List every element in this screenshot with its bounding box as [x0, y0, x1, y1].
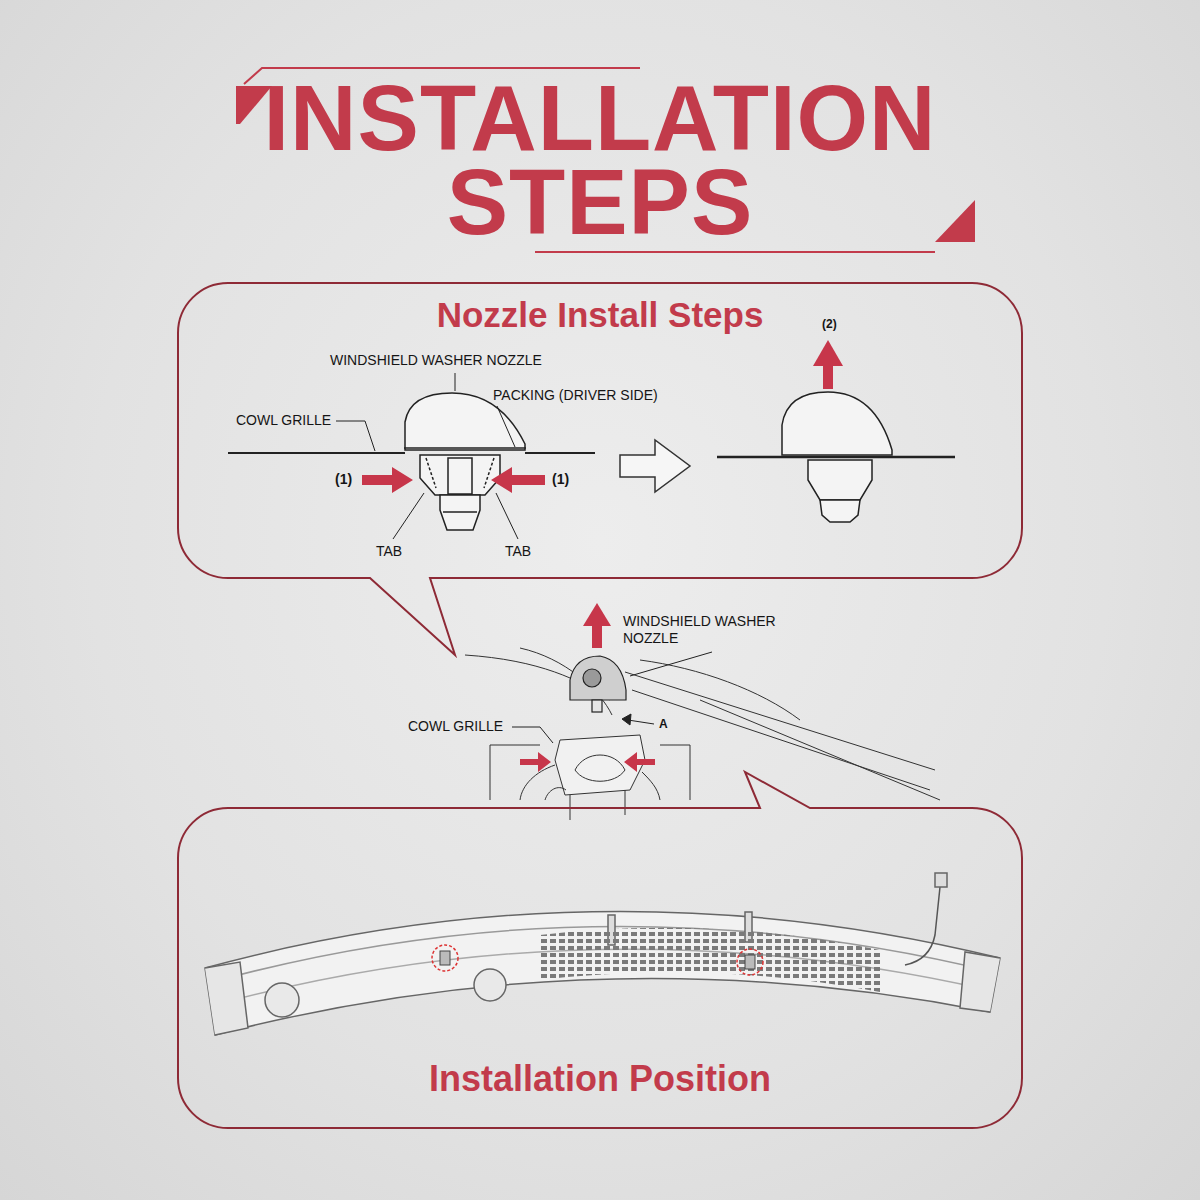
nozzle-before: [228, 452, 405, 454]
nozzle-before: [525, 452, 595, 454]
nozzle-position-mark: [432, 945, 458, 971]
cowl-grille: [935, 873, 947, 887]
lift-arrow: [813, 340, 843, 389]
part-label: WINDSHIELD WASHER NOZZLE: [330, 352, 542, 369]
nozzle-part: [592, 700, 602, 712]
nozzle-position-mark: [745, 955, 755, 969]
press-arrow: [624, 752, 655, 772]
page-title: INSTALLATION STEPS: [240, 76, 960, 244]
speech-panel: Installation Position: [178, 808, 1022, 1128]
callout-number: (1): [335, 471, 352, 488]
nozzle-after: [782, 392, 892, 455]
panel-outline: [178, 772, 1022, 1128]
vehicle-view: [640, 660, 800, 720]
vehicle-view: [545, 788, 566, 800]
leader-line: [622, 714, 631, 725]
lift-arrow: [592, 624, 602, 648]
leader-line: [336, 421, 375, 451]
title-decoration: [535, 251, 935, 253]
nozzle-before: [440, 495, 480, 530]
vehicle-view: [700, 700, 940, 800]
press-arrow: [520, 752, 551, 772]
step-arrow: [620, 440, 690, 492]
nozzle-part: [583, 669, 601, 687]
lift-arrow: [823, 363, 833, 389]
nozzle-position-mark: [737, 949, 763, 975]
nozzle-position-mark: [432, 945, 763, 975]
nozzle-before: [448, 458, 472, 494]
press-arrow: [491, 467, 545, 493]
press-arrow: [520, 752, 655, 772]
leader-line: [630, 652, 712, 676]
title-decoration: [236, 68, 975, 252]
cowl-grille: [540, 900, 880, 1000]
lift-arrow: [583, 603, 611, 648]
nozzle-before: [228, 393, 595, 530]
leader-line: [336, 373, 518, 539]
press-arrow: [362, 467, 413, 493]
part-label: COWL GRILLE: [236, 412, 331, 429]
speech-panel: Nozzle Install Steps: [178, 283, 1022, 578]
leader-line: [496, 493, 518, 539]
title-decoration: [935, 200, 975, 242]
cowl-grille: [905, 887, 940, 965]
nozzle-after: [717, 456, 955, 459]
panel-heading: Nozzle Install Steps: [437, 295, 764, 335]
callout-number: A: [659, 716, 668, 733]
vehicle-view: [660, 745, 690, 800]
vehicle-view: [520, 765, 555, 800]
nozzle-part: [570, 656, 626, 700]
part-label: TAB: [505, 543, 531, 560]
vehicle-view: [625, 672, 935, 770]
lift-arrow: [813, 340, 843, 366]
cowl-grille: [474, 969, 506, 1001]
panel-outline: [178, 283, 1022, 655]
cowl-grille: [960, 952, 1000, 1012]
cowl-grille: [265, 983, 299, 1017]
vehicle-view: [490, 745, 540, 800]
leader-line: [628, 720, 654, 724]
vehicle-view: [465, 648, 940, 820]
part-label: PACKING (DRIVER SIDE): [493, 387, 658, 404]
callout-number: (1): [552, 471, 569, 488]
vehicle-view: [642, 772, 660, 800]
vehicle-view: [632, 690, 930, 790]
vehicle-view: [575, 755, 625, 781]
nozzle-position-mark: [440, 951, 450, 965]
nozzle-before: [443, 511, 477, 513]
cowl-grille: [205, 873, 1000, 1035]
nozzle-after: [717, 392, 955, 522]
step-arrow: [620, 440, 690, 492]
nozzle-before: [420, 455, 500, 495]
callout-number: (2): [822, 316, 837, 333]
lift-arrow: [583, 603, 611, 626]
cowl-grille: [205, 962, 248, 1035]
leader-line: [497, 406, 515, 447]
nozzle-before: [404, 447, 526, 449]
part-label: TAB: [376, 543, 402, 560]
part-label: COWL GRILLE: [408, 718, 503, 735]
leader-line: [512, 652, 712, 743]
nozzle-part: [570, 656, 626, 712]
leader-line: [512, 727, 553, 743]
panel-heading: Installation Position: [429, 1058, 771, 1100]
nozzle-after: [808, 460, 872, 500]
leader-line: [393, 493, 424, 539]
vehicle-view: [570, 790, 625, 820]
press-arrow: [362, 467, 545, 493]
part-label: WINDSHIELD WASHER NOZZLE: [623, 613, 803, 647]
leader-line: [455, 373, 456, 391]
nozzle-after: [820, 500, 860, 522]
